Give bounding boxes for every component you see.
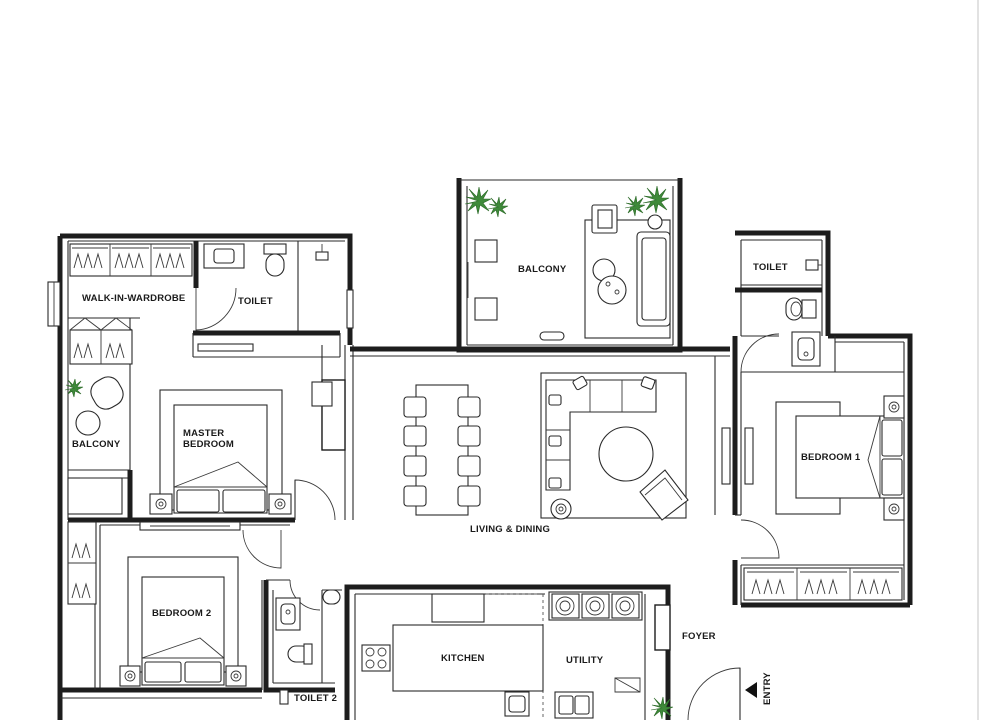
plant-icon: [64, 378, 84, 398]
label-kitchen: KITCHEN: [441, 653, 485, 664]
label-living-dining: LIVING & DINING: [470, 524, 550, 535]
master-toilet-furniture: [203, 243, 329, 277]
kitchen-furniture: [361, 593, 544, 717]
right-wardrobe: [743, 567, 903, 601]
entry-arrow-icon: [745, 682, 757, 698]
plant-icon: [642, 185, 670, 214]
plant-icon: [464, 186, 492, 215]
label-entry: ENTRY: [762, 672, 773, 705]
balcony-top-furniture: [467, 204, 671, 341]
label-balcony-top: BALCONY: [518, 264, 567, 275]
dining-furniture: [403, 384, 481, 516]
label-toilet-master: TOILET: [238, 296, 273, 307]
label-bedroom-2: BEDROOM 2: [152, 608, 211, 619]
bedroom-2-furniture: [67, 521, 247, 687]
walls: [57, 178, 913, 720]
label-foyer: FOYER: [682, 631, 716, 642]
room-labels: BALCONY WALK-IN-WARDROBE TOILET TOILET M…: [72, 262, 861, 705]
plant-icon: [487, 196, 509, 218]
label-bedroom-1: BEDROOM 1: [801, 452, 861, 463]
label-toilet-right: TOILET: [753, 262, 788, 273]
bedroom-1-furniture: [775, 395, 905, 521]
label-master-bedroom-line2: BEDROOM: [183, 439, 234, 450]
living-furniture: [540, 372, 689, 521]
balcony-left-furniture: [67, 376, 124, 515]
wardrobe-furniture: [69, 243, 193, 365]
toilet-2-furniture: [275, 589, 341, 705]
label-toilet-2: TOILET 2: [294, 693, 337, 704]
label-master-bedroom-line1: MASTER: [183, 428, 224, 439]
label-balcony-left: BALCONY: [72, 439, 121, 450]
plant-icon: [650, 696, 674, 720]
master-bedroom-furniture: [149, 381, 333, 515]
plant-icon: [624, 195, 646, 217]
label-utility: UTILITY: [566, 655, 604, 666]
plants: [64, 185, 674, 720]
right-toilet-furniture: [785, 259, 822, 367]
utility-furniture: [548, 591, 643, 719]
windows: [47, 281, 754, 531]
label-walk-in-wardrobe: WALK-IN-WARDROBE: [82, 293, 185, 304]
